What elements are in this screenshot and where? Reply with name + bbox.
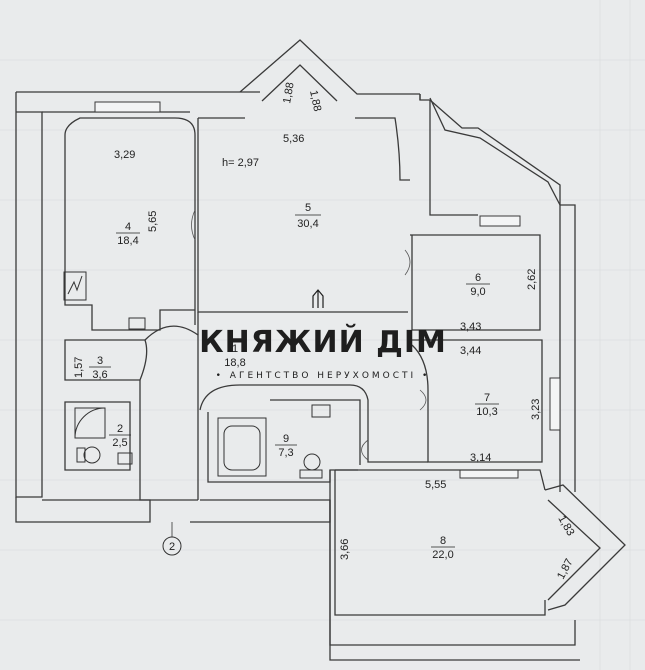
dim-label: 3,14	[470, 452, 491, 464]
room-number: 9	[283, 433, 289, 445]
toilet-icon-2	[83, 446, 101, 464]
dim-label: 1,57	[73, 357, 85, 378]
ceiling-height: h= 2,97	[222, 157, 259, 169]
axis-marker: 2	[162, 522, 182, 556]
bathtub-icon	[217, 417, 267, 477]
dim-label: 1,87	[555, 557, 576, 582]
dim-label: 5,55	[425, 479, 446, 491]
watermark-title: КНЯЖИЙ ДІМ	[199, 324, 447, 360]
dim-label: 3,44	[460, 345, 481, 357]
room-number: 4	[125, 221, 131, 233]
dim-label: 5,36	[283, 133, 304, 145]
sink-icon	[311, 404, 331, 418]
room-area: 30,4	[297, 218, 318, 230]
room-number: 7	[484, 392, 490, 404]
toilet-icon	[303, 453, 321, 471]
dim-label: 1,88	[307, 89, 323, 112]
room-area: 10,3	[476, 406, 497, 418]
dim-label: 3,23	[530, 399, 542, 420]
shower-icon	[74, 407, 106, 439]
sink-icon-2	[117, 452, 133, 465]
dim-label: 3,66	[339, 539, 351, 560]
room-area: 18,8	[224, 357, 245, 369]
room-area: 2,5	[112, 437, 127, 449]
room-number: 1	[232, 343, 238, 355]
dimension-labels: 1,88 1,88 5,36 3,29 h= 2,97 5,65 2,62 3,…	[73, 81, 577, 581]
windows	[94, 101, 561, 479]
logo-icon	[312, 289, 324, 308]
room-labels: 4 18,4 5 30,4 6 9,0 3 3,6 1 18,8 2 2,5 9…	[89, 202, 499, 561]
watermark-logo: КНЯЖИЙ ДІМ • АГЕНТСТВО НЕРУХОМОСТІ •	[199, 289, 447, 381]
room-area: 9,0	[470, 286, 485, 298]
dim-label: 5,65	[147, 211, 159, 232]
sink-icon-3	[128, 317, 146, 330]
interior-walls	[64, 117, 546, 616]
room-number: 8	[440, 535, 446, 547]
dim-label: 3,43	[460, 321, 481, 333]
dim-label: 1,88	[281, 81, 297, 104]
fixtures	[63, 271, 331, 479]
room-number: 5	[305, 202, 311, 214]
room-area: 18,4	[117, 235, 138, 247]
room-area: 22,0	[432, 549, 453, 561]
watermark-subtitle: • АГЕНТСТВО НЕРУХОМОСТІ •	[216, 371, 431, 381]
boiler-icon	[63, 271, 87, 301]
room-number: 3	[97, 355, 103, 367]
room-area: 3,6	[92, 369, 107, 381]
axis-marker-label: 2	[169, 541, 175, 553]
room-area: 7,3	[278, 447, 293, 459]
dim-label: 3,29	[114, 149, 135, 161]
door-swings	[191, 209, 427, 461]
room-number: 2	[117, 423, 123, 435]
dim-label: 1,83	[555, 514, 576, 539]
dim-label: 2,62	[526, 269, 538, 290]
room-number: 6	[475, 272, 481, 284]
